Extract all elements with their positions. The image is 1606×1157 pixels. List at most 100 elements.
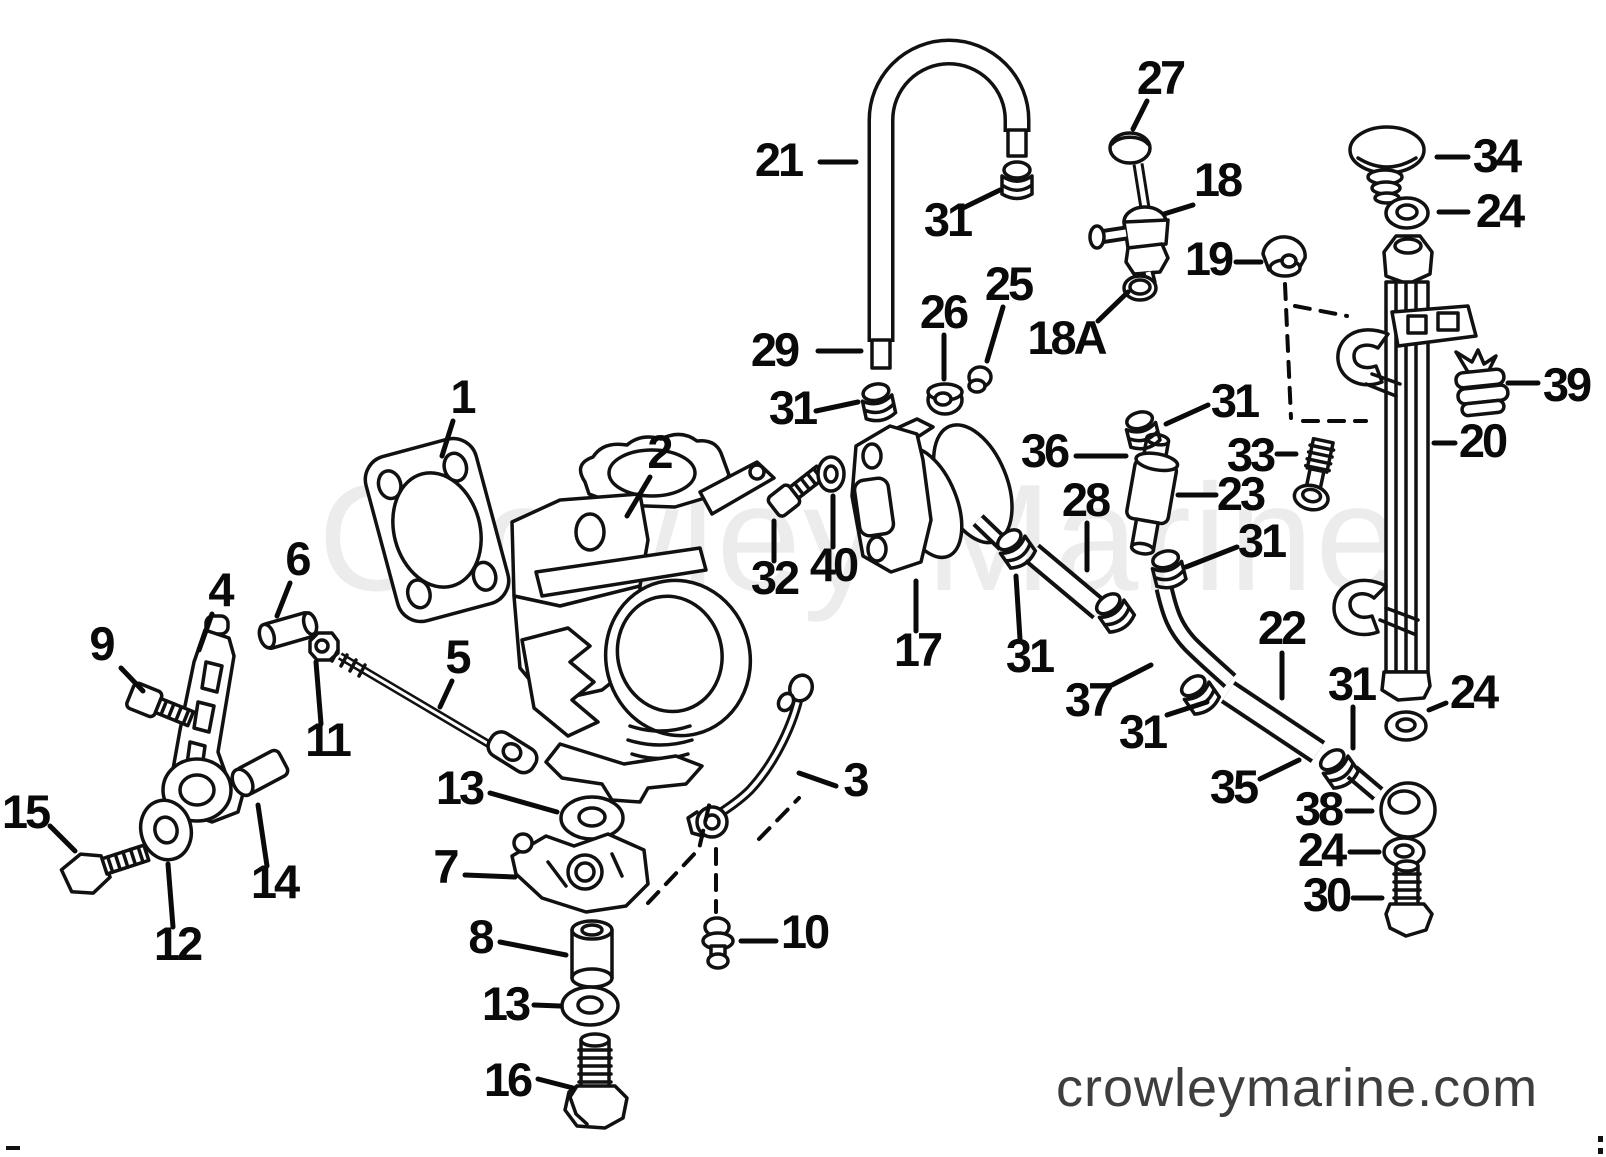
guide-line-0 [646,799,712,905]
callout-label-31-40: 31 [1328,657,1376,710]
part-washer-13-upper [559,795,625,841]
callout-label-13-13: 13 [482,977,530,1030]
callout-label-1-0: 1 [450,370,475,423]
part-bolt-34 [1348,125,1426,205]
part-gasket-1 [363,436,511,624]
callout-leader-15-15 [47,823,78,854]
part-fuel-hose-21 [867,38,1031,370]
guide-line-4 [1293,304,1349,318]
part-elbow-hose-37 [1154,585,1237,689]
part-carburetor-2 [510,432,776,804]
callout-layer: 1234567891011121313141516171818A19202122… [2,51,1594,1106]
callout-label-28-31: 28 [1062,473,1110,526]
callout-leader-35-44 [1257,757,1302,782]
callout-leader-12-11 [165,861,176,930]
callout-leader-9-8 [118,665,146,694]
part-washer-12 [138,798,194,862]
callout-leader-24-26 [1426,700,1449,713]
callout-leader-31-36 [1163,402,1211,427]
callout-label-2-1: 2 [647,425,672,478]
callout-label-29-32: 29 [751,323,799,376]
callout-label-10-9: 10 [781,905,829,958]
callout-leader-16-16 [535,1076,576,1091]
callout-label-40-49: 40 [810,538,858,591]
part-clamp-31-hose21-right [1000,160,1034,201]
callout-leader-11-10 [313,659,324,727]
callout-leader-4-3 [196,611,215,653]
callout-label-24-27: 24 [1298,823,1347,876]
callout-label-14-14: 14 [251,855,300,908]
callout-label-31-36: 31 [1211,374,1259,427]
part-clamp-31-filter-top [1121,407,1163,454]
callout-label-24-26: 24 [1450,665,1499,718]
callout-label-31-35: 31 [769,381,817,434]
part-screw-33 [1292,436,1336,512]
callout-label-8-7: 8 [468,910,493,963]
rail-clamp-upper [1336,304,1478,398]
part-washer-24-mid [1384,710,1428,742]
part-fuel-hose-22 [1220,681,1326,763]
part-fitting-25 [967,365,993,394]
callout-leader-31-37 [1013,573,1023,642]
part-filter-23 [1125,432,1180,556]
part-link-rod-5 [330,648,539,775]
callout-label-33-42: 33 [1227,428,1275,481]
callout-leader-31-38 [1183,544,1240,570]
callout-label-6-5: 6 [285,532,310,585]
callout-leader-14-14 [255,802,270,869]
part-clamp-31-filter-bottom [1147,546,1189,593]
callout-leader-2-1 [624,474,653,519]
callout-label-3-2: 3 [843,753,868,806]
callout-leader-18-18 [1161,202,1196,217]
callout-leader-25-28 [984,304,1006,364]
part-nut-11 [308,631,340,662]
part-spacer-8 [570,919,614,989]
part-connector-6 [257,610,319,650]
callout-leader-18A-19 [1095,289,1131,324]
callout-label-27-30: 27 [1137,51,1185,104]
part-washer-24-bottom [1382,836,1426,868]
callout-label-22-23: 22 [1258,601,1306,654]
callout-leader-8-7 [497,939,569,958]
callout-label-12-11: 12 [154,917,202,970]
part-clamp-39 [1454,348,1510,418]
part-fuel-rail-20 [1332,234,1478,702]
part-clamp-31-hose21-left [857,379,899,425]
part-cap-27 [1108,131,1152,165]
callout-label-19-20: 19 [1185,232,1233,285]
part-screw-10 [701,916,735,970]
part-bolt-16 [563,1032,629,1130]
callout-label-36-45: 36 [1021,424,1069,477]
callout-label-25-28: 25 [985,257,1033,310]
callout-label-15-15: 15 [2,785,50,838]
callout-label-9-8: 9 [89,617,114,670]
callout-label-21-22: 21 [755,133,803,186]
callout-label-31-37: 31 [1006,629,1054,682]
part-screw-9 [125,681,196,728]
part-bushing-14 [230,748,290,798]
part-fuel-hose-28 [1024,543,1108,620]
rail-clamp-lower [1332,578,1420,637]
page-mark-bottom-right-a [1598,1136,1603,1142]
callout-label-16-16: 16 [484,1053,532,1106]
part-bolt-15 [59,843,151,895]
callout-leader-31-39 [1164,699,1210,718]
callout-leader-37-46 [1109,662,1154,688]
site-watermark-text: crowleymarine.com [1056,1058,1539,1118]
callout-label-26-29: 26 [920,285,968,338]
callout-label-38-47: 38 [1295,782,1343,835]
callout-label-7-6: 7 [433,840,458,893]
part-cap-19 [1261,235,1307,278]
callout-label-39-48: 39 [1543,358,1591,411]
callout-label-20-21: 20 [1459,414,1507,467]
callout-label-23-24: 23 [1217,467,1265,520]
callout-label-30-33: 30 [1303,868,1351,921]
assembly-guide-lines [646,282,1368,914]
part-bracket-7 [510,832,650,914]
part-grommet-26 [926,382,964,416]
callout-label-31-38: 31 [1238,514,1286,567]
part-link-rod-3 [686,673,815,839]
guide-line-2 [757,796,801,841]
callout-leader-3-2 [796,770,839,789]
